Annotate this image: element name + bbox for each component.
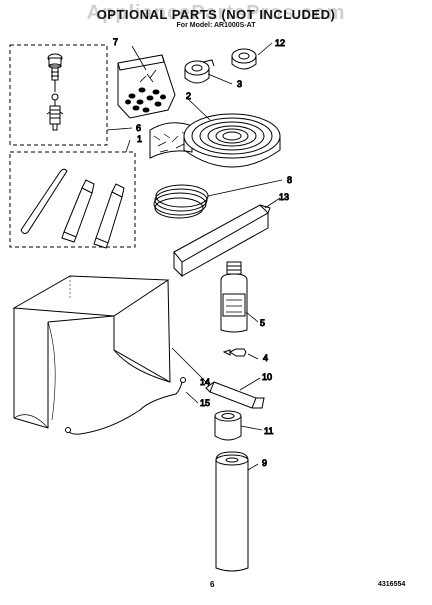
part-10-sealant-tube xyxy=(205,381,265,409)
part-3-foam-roll xyxy=(184,59,215,84)
callout-8: 8 xyxy=(287,175,292,185)
callout-10: 10 xyxy=(262,372,272,382)
callout-6: 6 xyxy=(136,123,141,133)
callout-2: 2 xyxy=(186,91,191,101)
part-6-valve-assembly xyxy=(9,44,108,146)
callout-14: 14 xyxy=(200,377,210,387)
part-9-aerosol-can xyxy=(215,451,249,572)
callout-13: 13 xyxy=(279,192,289,202)
page-number: 6 xyxy=(210,580,215,589)
callout-1: 1 xyxy=(137,134,142,144)
diagram-title: OPTIONAL PARTS (NOT INCLUDED) xyxy=(96,7,336,22)
part-2-insulation-roll xyxy=(149,113,281,168)
part-15-cord xyxy=(65,377,186,435)
part-5-cleaner-bottle xyxy=(220,261,248,333)
watermark: AppliancePartsPros.com xyxy=(86,2,346,24)
part-8-wire-coil xyxy=(153,184,209,219)
dashed-group-box-6 xyxy=(9,44,108,146)
callout-numbers: 7 12 3 2 6 1 8 13 5 4 10 14 15 11 9 xyxy=(113,37,293,469)
part-12-tape-roll xyxy=(231,48,257,70)
part-7-screw-bag xyxy=(117,54,176,119)
part-1-sealant-kit xyxy=(9,151,136,249)
callout-15: 15 xyxy=(200,398,210,408)
diagram-subtitle: For Model: AR1000S-AT xyxy=(176,22,256,29)
document-number: 4316554 xyxy=(378,581,406,588)
callout-4: 4 xyxy=(263,353,268,363)
callout-7: 7 xyxy=(113,37,118,47)
callout-11: 11 xyxy=(264,426,273,436)
callout-5: 5 xyxy=(260,318,265,328)
leader-lines xyxy=(106,42,283,471)
part-11-tape-roll xyxy=(214,410,242,441)
dashed-group-box-1 xyxy=(9,151,136,248)
part-4-fitting xyxy=(222,348,247,357)
callout-9: 9 xyxy=(262,458,267,468)
callout-12: 12 xyxy=(275,38,285,48)
part-14-unit-cover xyxy=(12,275,171,429)
callout-3: 3 xyxy=(237,79,242,89)
part-13-foam-strip xyxy=(173,204,271,278)
